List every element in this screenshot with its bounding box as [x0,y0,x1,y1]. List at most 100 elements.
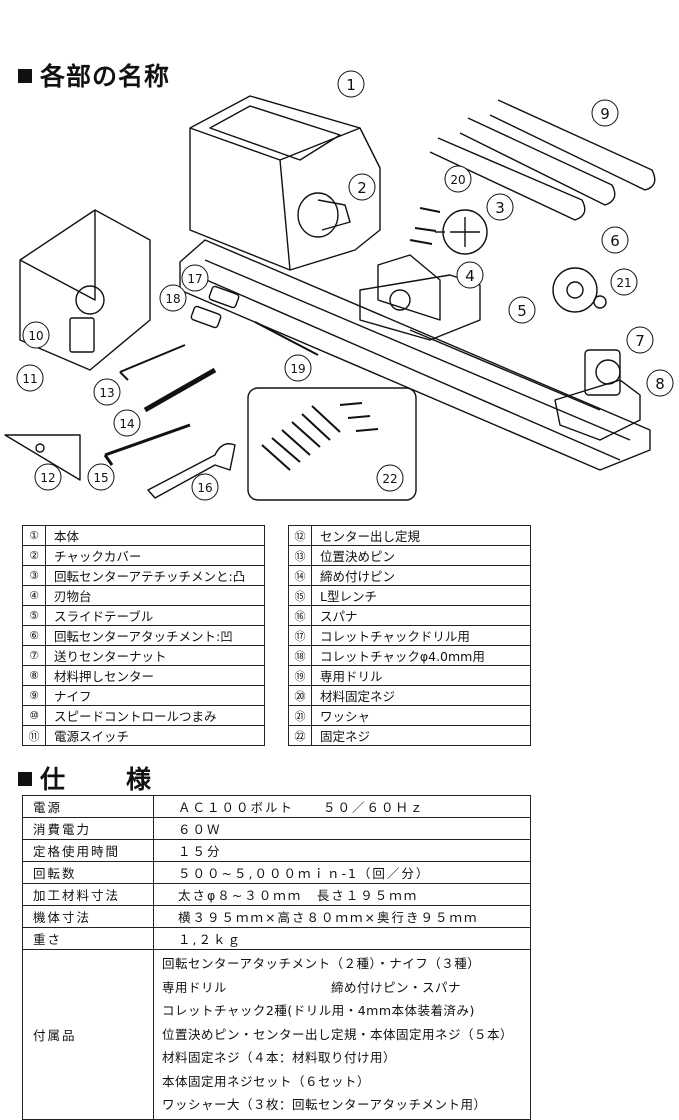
knife [489,99,656,191]
centering-gauge [4,434,81,481]
callout-8: 8 [646,369,674,397]
callout-22: 22 [376,464,404,492]
callout-13-label: 13 [99,386,114,400]
accessories-row: 付属品 回転センターアタッチメント（２種）・ナイフ（３種） 専用ドリル 締め付け… [22,949,531,1120]
callout-14: 14 [113,409,141,437]
callout-10-label: 10 [28,329,43,343]
center-attachment-concave [552,267,598,313]
callout-21: 21 [610,268,638,296]
callout-12-label: 12 [40,471,55,485]
list-item: ワッシャー大（３枚：回転センターアタッチメント用） [162,1097,487,1112]
callout-6: 6 [601,226,629,254]
callout-18-label: 18 [165,292,180,306]
callout-17-label: 17 [187,272,202,286]
table-row: 機体寸法横３９５ｍｍ×高さ８０ｍｍ×奥行き９５ｍｍ [22,905,531,928]
accessories-list: 回転センターアタッチメント（２種）・ナイフ（３種） 専用ドリル 締め付けピン・ス… [153,949,531,1120]
table-row: 加工材料寸法太さφ８~３０ｍｍ 長さ１９５ｍｍ [22,883,531,906]
heading-square-icon [18,772,32,786]
bed-rail [179,239,651,471]
callout-8-label: 8 [655,375,665,393]
list-item: コレットチャック2種(ドリル用・4mm本体装着済み) [162,1003,475,1018]
lathe-exploded-diagram: 1 2 3 4 5 6 7 8 9 20 21 17 18 10 11 19 1… [4,70,674,501]
callout-14-label: 14 [119,417,134,431]
screw-set-box [247,387,417,501]
callout-6-label: 6 [610,232,620,250]
callout-15-label: 15 [93,471,108,485]
spanner [147,443,236,499]
callout-2: 2 [348,173,376,201]
callout-11: 11 [16,364,44,392]
list-item: 位置決めピン・センター出し定規・本体固定用ネジ（５本） [162,1026,514,1042]
callout-20: 20 [444,165,472,193]
callout-16-label: 16 [197,481,212,495]
callout-5-label: 5 [517,302,527,320]
tool-rest [359,274,481,341]
callout-17: 17 [181,264,209,292]
callout-4-label: 4 [465,267,475,285]
callout-18: 18 [159,284,187,312]
callout-1: 1 [337,70,365,98]
list-item: 材料固定ネジ（４本：材料取り付け用） [162,1050,397,1065]
callout-21-label: 21 [616,276,631,290]
main-body [189,95,381,271]
callout-22-label: 22 [382,472,397,486]
callout-3: 3 [486,193,514,221]
chuck [317,199,351,231]
spec-heading: 仕 様 [18,760,169,796]
callout-20-label: 20 [450,173,465,187]
callout-10: 10 [22,321,50,349]
callout-16: 16 [191,473,219,501]
callout-19: 19 [284,354,312,382]
list-item: 本体固定用ネジセット（６セット） [162,1073,371,1089]
callout-5: 5 [508,296,536,324]
heading-square-icon [18,69,32,83]
callout-4: 4 [456,261,484,289]
list-item: 専用ドリル 締め付けピン・スパナ [162,979,462,995]
callout-12: 12 [34,463,62,491]
callout-15: 15 [87,463,115,491]
callout-7: 7 [626,326,654,354]
callout-2-label: 2 [357,179,367,197]
list-item: 回転センターアタッチメント（２種）・ナイフ（３種） [162,956,481,971]
callout-19-label: 19 [290,362,305,376]
callout-11-label: 11 [22,372,37,386]
tailstock [554,379,641,441]
callout-9-label: 9 [600,105,610,123]
callout-1-label: 1 [346,76,356,94]
callout-13: 13 [93,378,121,406]
callout-7-label: 7 [635,332,645,350]
parts-heading: 各部の名称 [18,57,170,93]
callout-3-label: 3 [495,199,505,217]
callout-9: 9 [591,99,619,127]
